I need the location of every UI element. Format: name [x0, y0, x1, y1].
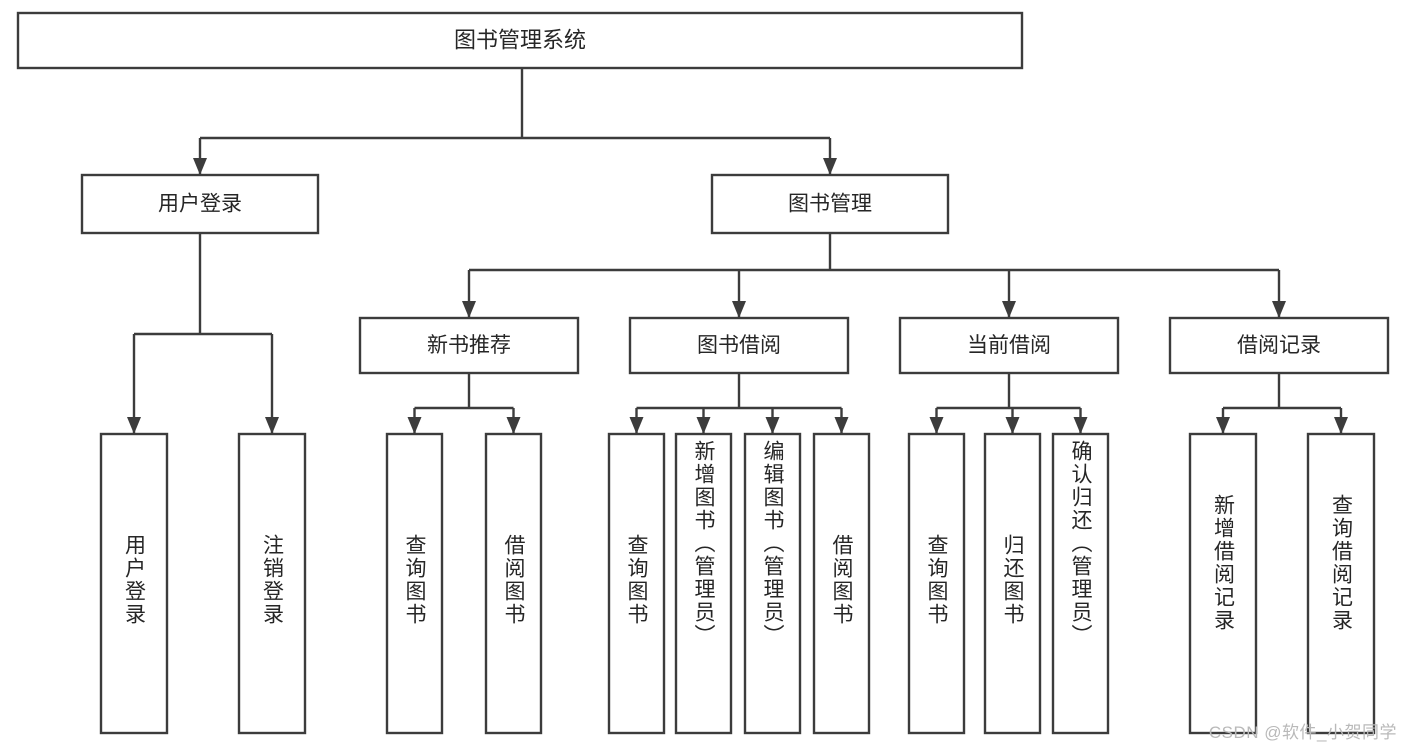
- node-box-level3[interactable]: [1168, 316, 1390, 375]
- node-box-level3[interactable]: [628, 316, 850, 375]
- arrow-head: [765, 417, 780, 434]
- node-box-leaf[interactable]: [237, 432, 307, 735]
- node-box-leaf[interactable]: [385, 432, 444, 735]
- arrow-head: [193, 158, 207, 175]
- node-label-level2: 图书管理: [788, 193, 872, 216]
- node-box-leaf[interactable]: [607, 432, 666, 735]
- node-label-level2: 用户登录: [158, 193, 242, 216]
- node-box-layer: [16, 11, 1390, 735]
- node-box-leaf[interactable]: [1188, 432, 1258, 735]
- node-label-root: 图书管理系统: [454, 27, 586, 52]
- arrow-head: [823, 158, 837, 175]
- arrow-head: [1334, 417, 1348, 434]
- arrow-head: [127, 417, 141, 434]
- node-box-leaf[interactable]: [743, 432, 802, 735]
- node-box-leaf[interactable]: [1051, 432, 1110, 735]
- arrow-head: [506, 417, 521, 434]
- node-label-level3: 新书推荐: [427, 334, 511, 357]
- node-box-leaf[interactable]: [99, 432, 169, 735]
- node-label-level3: 图书借阅: [697, 334, 781, 357]
- arrow-head: [629, 417, 644, 434]
- node-box-leaf[interactable]: [674, 432, 733, 735]
- node-box-level3[interactable]: [898, 316, 1120, 375]
- arrow-head: [1073, 417, 1088, 434]
- node-box-level2[interactable]: [710, 173, 950, 235]
- connector-layer: [127, 68, 1348, 434]
- arrow-head: [1272, 301, 1286, 318]
- arrow-head: [1005, 417, 1020, 434]
- node-box-leaf[interactable]: [484, 432, 543, 735]
- node-box-leaf[interactable]: [812, 432, 871, 735]
- arrow-head: [462, 301, 476, 318]
- arrow-head: [1216, 417, 1230, 434]
- node-label-level3: 当前借阅: [967, 334, 1051, 357]
- arrow-head: [1002, 301, 1016, 318]
- arrow-head: [732, 301, 746, 318]
- watermark-text: CSDN @软件_小贺同学: [1208, 723, 1397, 742]
- arrow-head: [265, 417, 279, 434]
- node-box-leaf[interactable]: [1306, 432, 1376, 735]
- node-label-level3: 借阅记录: [1237, 334, 1321, 357]
- arrow-head: [696, 417, 711, 434]
- node-box-level2[interactable]: [80, 173, 320, 235]
- node-box-leaf[interactable]: [983, 432, 1042, 735]
- arrow-head: [834, 417, 849, 434]
- node-box-leaf[interactable]: [907, 432, 966, 735]
- node-box-level3[interactable]: [358, 316, 580, 375]
- arrow-head: [929, 417, 944, 434]
- arrow-head: [407, 417, 422, 434]
- node-box-root[interactable]: [16, 11, 1024, 70]
